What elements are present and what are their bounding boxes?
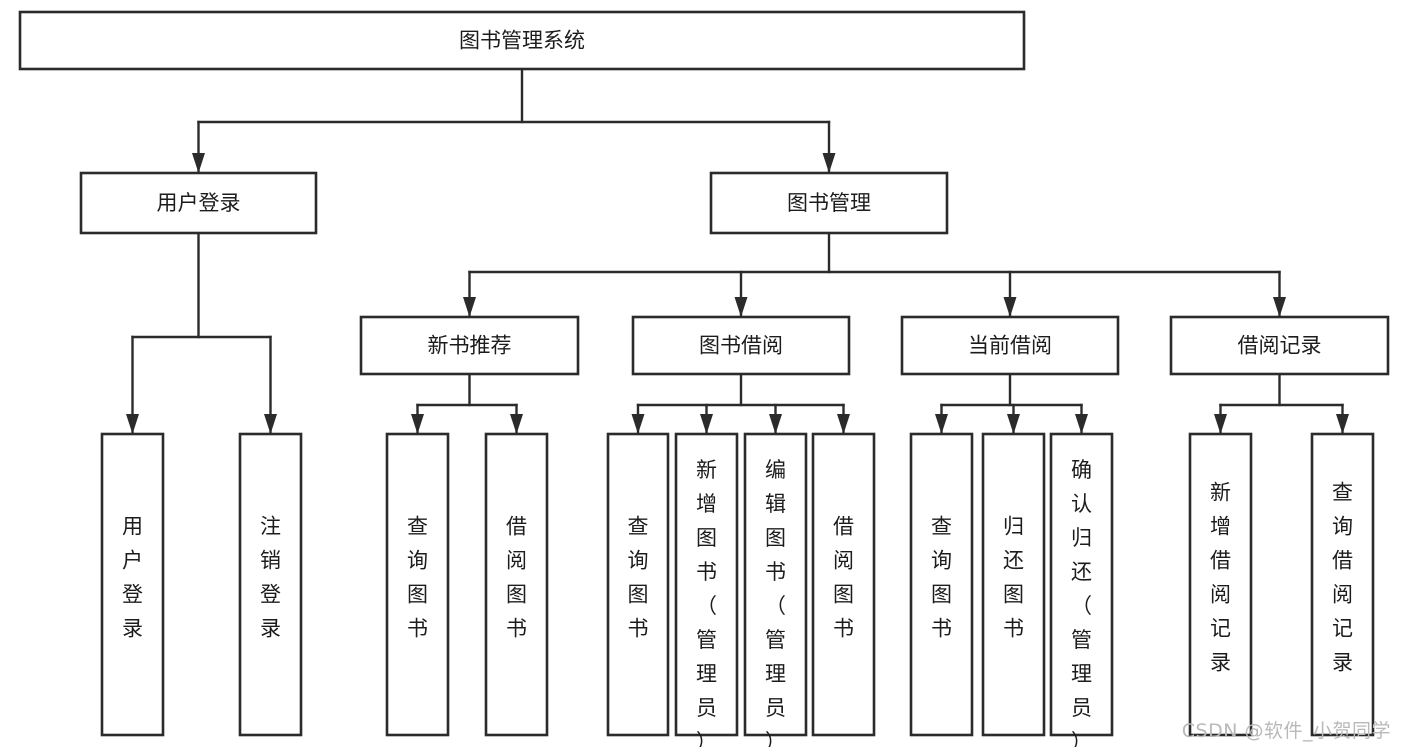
node-leaf-borrow-book-1[interactable]: 借阅图书 <box>484 432 549 737</box>
node-box-leaf-query-book-2 <box>606 432 670 737</box>
node-label-leaf-return-book: 归还图书 <box>1003 515 1024 641</box>
node-label-leaf-add-record: 新增借阅记录 <box>1210 481 1231 675</box>
node-label-leaf-query-book-1: 查询图书 <box>407 515 428 641</box>
arrow-head-leaf-query-book-3 <box>935 414 948 434</box>
node-leaf-return-book[interactable]: 归还图书 <box>981 432 1046 737</box>
arrow-head-leaf-logout <box>264 414 277 434</box>
node-box-leaf-edit-book <box>743 432 808 737</box>
node-label-leaf-borrow-book-2: 借阅图书 <box>833 515 854 641</box>
node-leaf-query-record[interactable]: 查询借阅记录 <box>1310 432 1375 737</box>
arrow-head-leaf-return-book <box>1007 414 1020 434</box>
node-leaf-logout[interactable]: 注销登录 <box>238 432 303 737</box>
node-label-leaf-user-login: 用户登录 <box>122 515 143 641</box>
node-box-borrow-record <box>1169 315 1390 376</box>
node-leaf-query-book-2[interactable]: 查询图书 <box>606 432 670 737</box>
node-box-leaf-add-record <box>1188 432 1253 737</box>
arrow-head-leaf-query-record <box>1336 414 1349 434</box>
node-borrow-record[interactable]: 借阅记录 <box>1169 315 1390 376</box>
node-label-leaf-query-book-2: 查询图书 <box>628 515 649 641</box>
node-box-leaf-confirm-return <box>1049 432 1114 737</box>
node-root[interactable]: 图书管理系统 <box>18 10 1026 71</box>
connector-book-borrow-to-leaves <box>631 372 850 435</box>
node-box-leaf-logout <box>238 432 303 737</box>
node-box-leaf-user-login <box>100 432 165 737</box>
node-box-book-borrow <box>631 315 851 376</box>
node-box-current-borrow <box>900 315 1120 376</box>
node-box-leaf-query-book-1 <box>385 432 450 737</box>
node-leaf-query-book-3[interactable]: 查询图书 <box>909 432 974 737</box>
arrow-head-leaf-borrow-book-2 <box>837 414 850 434</box>
node-box-leaf-borrow-book-1 <box>484 432 549 737</box>
connector-layer <box>126 67 1349 435</box>
arrow-head-leaf-query-book-2 <box>631 414 645 434</box>
node-label-leaf-logout: 注销登录 <box>260 515 281 641</box>
node-box-leaf-add-book <box>674 432 739 737</box>
node-book-management[interactable]: 图书管理 <box>709 171 949 235</box>
watermark-text: CSDN @软件_小贺同学 <box>1181 720 1391 742</box>
node-layer: 图书管理系统用户登录图书管理新书推荐图书借阅当前借阅借阅记录用户登录注销登录查询… <box>18 10 1390 747</box>
node-box-new-book-recommend <box>359 315 580 376</box>
node-box-leaf-borrow-book-2 <box>811 432 876 737</box>
node-box-book-management <box>709 171 949 235</box>
node-label-leaf-query-book-3: 查询图书 <box>931 515 952 641</box>
node-book-borrow[interactable]: 图书借阅 <box>631 315 851 376</box>
node-label-leaf-query-record: 查询借阅记录 <box>1332 481 1353 675</box>
arrow-head-leaf-confirm-return <box>1075 414 1088 434</box>
arrow-head-book-management <box>822 153 836 173</box>
arrow-head-current-borrow <box>1003 297 1017 317</box>
arrow-head-leaf-add-record <box>1214 414 1227 434</box>
node-label-root: 图书管理系统 <box>459 29 585 53</box>
arrow-head-leaf-query-book-1 <box>411 414 424 434</box>
arrow-head-leaf-edit-book <box>769 414 782 434</box>
connector-borrow-record-to-leaves <box>1214 372 1349 435</box>
node-label-leaf-add-book: 新增图书（管理员） <box>696 458 717 747</box>
node-label-book-management: 图书管理 <box>787 191 871 215</box>
arrow-head-leaf-user-login <box>126 414 139 434</box>
node-label-leaf-edit-book: 编辑图书（管理员） <box>765 458 786 747</box>
connector-current-borrow-to-leaves <box>935 372 1088 435</box>
node-leaf-borrow-book-2[interactable]: 借阅图书 <box>811 432 876 737</box>
connector-user-login-to-leaves <box>126 231 277 435</box>
node-label-leaf-borrow-book-1: 借阅图书 <box>506 515 527 641</box>
connector-book-management-to-level2 <box>463 231 1286 318</box>
arrow-head-leaf-add-book <box>700 414 713 434</box>
node-leaf-user-login[interactable]: 用户登录 <box>100 432 165 737</box>
arrow-head-user-login <box>192 153 205 173</box>
node-label-leaf-confirm-return: 确认归还（管理员） <box>1071 458 1092 747</box>
node-current-borrow[interactable]: 当前借阅 <box>900 315 1120 376</box>
node-box-root <box>18 10 1026 71</box>
node-new-book-recommend[interactable]: 新书推荐 <box>359 315 580 376</box>
node-box-user-login <box>79 171 318 235</box>
arrow-head-borrow-record <box>1273 297 1286 317</box>
node-leaf-confirm-return[interactable]: 确认归还（管理员） <box>1049 432 1114 747</box>
node-leaf-add-record[interactable]: 新增借阅记录 <box>1188 432 1253 737</box>
node-box-leaf-return-book <box>981 432 1046 737</box>
node-label-book-borrow: 图书借阅 <box>699 334 783 358</box>
node-label-current-borrow: 当前借阅 <box>968 334 1052 358</box>
arrow-head-leaf-borrow-book-1 <box>510 414 523 434</box>
node-label-borrow-record: 借阅记录 <box>1238 334 1322 358</box>
node-leaf-edit-book[interactable]: 编辑图书（管理员） <box>743 432 808 747</box>
arrow-head-book-borrow <box>734 297 748 317</box>
node-box-leaf-query-record <box>1310 432 1375 737</box>
node-leaf-add-book[interactable]: 新增图书（管理员） <box>674 432 739 747</box>
connector-root-to-level1 <box>192 67 836 174</box>
node-user-login[interactable]: 用户登录 <box>79 171 318 235</box>
node-label-user-login: 用户登录 <box>157 191 241 215</box>
connector-new-book-recommend-to-leaves <box>411 372 523 435</box>
arrow-head-new-book-recommend <box>463 297 476 317</box>
node-leaf-query-book-1[interactable]: 查询图书 <box>385 432 450 737</box>
node-box-leaf-query-book-3 <box>909 432 974 737</box>
node-label-new-book-recommend: 新书推荐 <box>428 334 512 358</box>
